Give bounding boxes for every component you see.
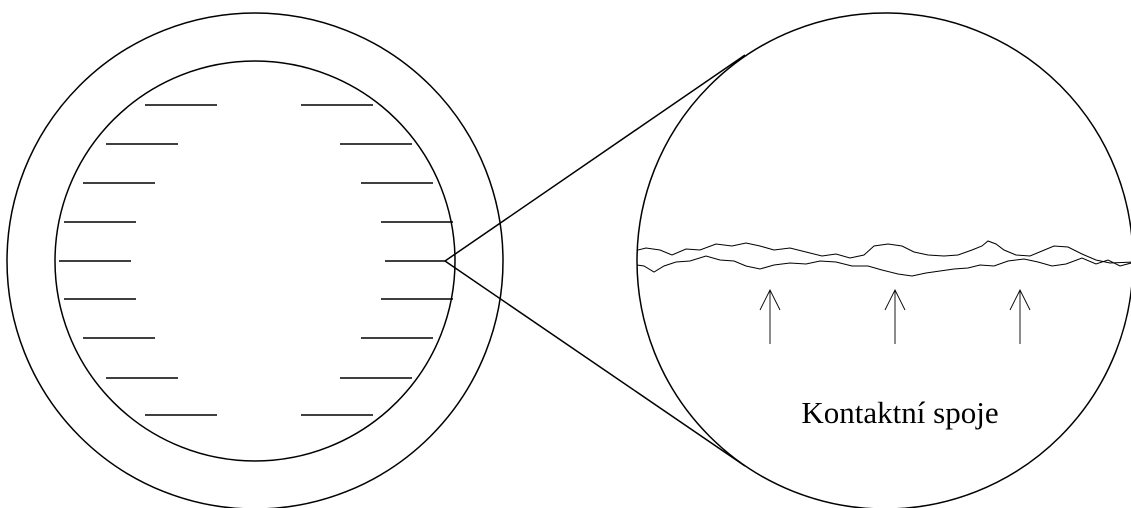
contact-arrow: [1009, 288, 1031, 344]
inner-circle: [54, 60, 456, 462]
contact-surfaces: [637, 240, 1131, 277]
contact-arrow: [884, 288, 906, 344]
contact-arrow: [759, 288, 781, 344]
caption-contact-joints: Kontaktní spoje: [801, 395, 998, 430]
outer-ring: [6, 12, 504, 508]
magnified-detail-circle: [636, 12, 1131, 508]
zoom-line-lower: [444, 260, 746, 467]
upper-rough-surface: [637, 240, 1131, 264]
lower-rough-surface: [637, 255, 1131, 277]
hatch-marks-right: [301, 104, 453, 416]
hatch-marks-left: [59, 104, 217, 416]
zoom-line-upper: [444, 54, 746, 262]
